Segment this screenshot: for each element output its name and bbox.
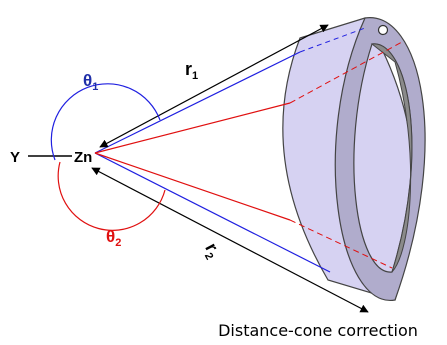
ring-detector	[282, 17, 426, 301]
r2-arrow	[91, 167, 369, 313]
r1-arrow	[99, 24, 329, 148]
theta1-arc	[50, 83, 161, 161]
caption: Distance-cone correction	[218, 321, 418, 340]
y-atom-label: Y	[10, 149, 20, 166]
r1-label: r1	[185, 59, 198, 82]
theta2-arc	[57, 161, 166, 231]
theta2-label: θ2	[106, 227, 121, 249]
zn-atom-label: Zn	[74, 149, 92, 166]
theta1-label: θ1	[83, 71, 98, 93]
ring-hole	[377, 24, 389, 36]
r2-label: r2	[199, 240, 225, 262]
ring-inner-wall	[370, 43, 413, 273]
